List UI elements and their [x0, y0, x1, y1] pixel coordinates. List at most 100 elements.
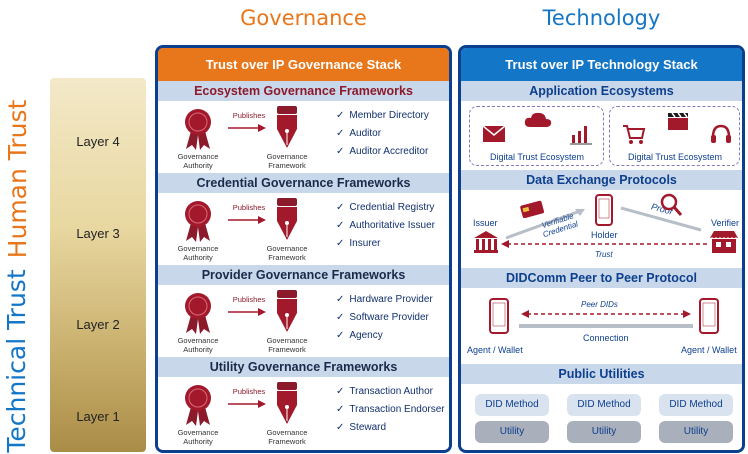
publishes-arrow — [228, 216, 266, 224]
publishes-arrow — [228, 308, 266, 316]
checkmark-icon: ✓ — [336, 202, 345, 213]
governance-framework-label: Governance Framework — [266, 428, 308, 446]
rosette-seal-icon — [185, 385, 211, 426]
ecosystem-governance-frameworks-body: Publishes Governance Authority Governanc… — [158, 101, 449, 173]
fountain-pen-icon — [277, 290, 297, 332]
publishes-label: Publishes — [232, 111, 266, 120]
public-utilities-body: DID Method Utility DID Method Utility DI… — [461, 384, 742, 450]
human-trust-label: Human Trust — [3, 99, 32, 259]
checkmark-icon: ✓ — [336, 110, 345, 121]
clapperboard-icon — [668, 112, 688, 130]
agent-right-phone-icon — [699, 298, 719, 334]
utility-2: Utility — [567, 421, 641, 443]
agent-left-phone-icon — [489, 298, 509, 334]
verifier-label: Verifier — [711, 218, 740, 228]
checkmark-icon: ✓ — [336, 312, 345, 323]
checkmark-icon: ✓ — [336, 422, 345, 433]
governance-framework-label: Governance Framework — [266, 152, 308, 170]
ecosystem-label-left: Digital Trust Ecosystem — [476, 152, 598, 162]
holder-phone-icon — [595, 194, 613, 226]
didcomm-protocol-body: Peer DIDs Connection Agent / Wallet Agen… — [461, 288, 742, 364]
check-item-3: ✓Agency — [336, 327, 433, 345]
data-exchange-protocols-title: Data Exchange Protocols — [461, 170, 742, 190]
gov-checklist: ✓ Credential Registry ✓ Authoritative Issu… — [336, 199, 435, 253]
check-item-label: Insurer — [349, 238, 381, 249]
checkmark-icon: ✓ — [336, 220, 345, 231]
rosette-seal-icon — [185, 109, 211, 150]
bar-chart-icon — [570, 126, 592, 145]
gov-checklist: ✓ Member Directory ✓ Auditor ✓Auditor Accr… — [336, 107, 429, 161]
application-ecosystems-title: Application Ecosystems — [461, 81, 742, 101]
utility-3: Utility — [659, 421, 733, 443]
technology-stack-title: Trust over IP Technology Stack — [461, 48, 742, 81]
holder-label: Holder — [591, 230, 618, 240]
checkmark-icon: ✓ — [336, 386, 345, 397]
provider-governance-frameworks-body: Publishes Governance Authority Governanc… — [158, 285, 449, 357]
check-item-label: Member Directory — [349, 110, 429, 121]
governance-framework-label: Governance Framework — [266, 244, 308, 262]
checkmark-icon: ✓ — [336, 128, 345, 139]
check-item-3: ✓Auditor Accreditor — [336, 143, 429, 161]
check-item-1: ✓Transaction Author — [336, 383, 445, 401]
governance-heading: Governance — [240, 6, 367, 30]
peer-dids-dashed-arrow — [521, 310, 691, 318]
ecosystem-box-left: Digital Trust Ecosystem — [469, 106, 604, 166]
check-item-3: ✓ Steward — [336, 419, 445, 437]
data-exchange-protocols-body: Issuer Verifiable Credential Holder Proo… — [461, 190, 742, 268]
fountain-pen-icon — [277, 382, 297, 424]
check-item-label: Agency — [349, 330, 383, 341]
check-item-1: ✓ Member Directory — [336, 107, 429, 125]
rosette-seal-icon — [185, 201, 211, 242]
governance-authority-label: Governance Authority — [177, 152, 219, 170]
rosette-seal-icon — [185, 293, 211, 334]
utility-1: Utility — [475, 421, 549, 443]
technology-heading: Technology — [542, 6, 661, 30]
connection-line — [519, 324, 693, 328]
headphones-icon — [711, 124, 731, 143]
check-item-2: ✓ Authoritative Issuer — [336, 217, 435, 235]
check-item-label: Transaction Endorser — [349, 404, 445, 415]
utility-governance-frameworks-title: Utility Governance Frameworks — [158, 357, 449, 377]
check-item-1: ✓ Credential Registry — [336, 199, 435, 217]
envelope-icon — [482, 125, 506, 142]
check-item-label: Steward — [349, 422, 387, 433]
did-method-3: DID Method — [659, 394, 733, 416]
ecosystem-governance-frameworks-title: Ecosystem Governance Frameworks — [158, 81, 449, 101]
credential-card-icon — [520, 200, 544, 218]
governance-authority-label: Governance Authority — [177, 336, 219, 354]
check-item-2: ✓ Transaction Endorser — [336, 401, 445, 419]
checkmark-icon: ✓ — [336, 238, 345, 249]
credential-arrow — [505, 208, 585, 240]
check-item-label: Auditor — [349, 128, 382, 139]
publishes-label: Publishes — [232, 387, 266, 396]
magnifier-icon — [660, 193, 683, 216]
check-item-2: ✓ Software Provider — [336, 309, 433, 327]
connection-label: Connection — [583, 333, 629, 343]
publishes-label: Publishes — [232, 295, 266, 304]
check-item-label: Authoritative Issuer — [349, 220, 435, 231]
ecosystem-label-right: Digital Trust Ecosystem — [614, 152, 736, 162]
ecosystem-box-right: Digital Trust Ecosystem — [609, 106, 740, 166]
technical-trust-label: Technical Trust — [2, 269, 31, 453]
governance-authority-label: Governance Authority — [177, 428, 219, 446]
check-item-1: ✓Hardware Provider — [336, 291, 433, 309]
didcomm-protocol-title: DIDComm Peer to Peer Protocol — [461, 268, 742, 288]
check-item-label: Credential Registry — [349, 202, 435, 213]
layer-4-label: Layer 4 — [76, 134, 120, 149]
did-method-1: DID Method — [475, 394, 549, 416]
checkmark-icon: ✓ — [336, 404, 345, 415]
check-item-label: Software Provider — [349, 312, 429, 323]
public-utilities-title: Public Utilities — [461, 364, 742, 384]
governance-stack-panel: Trust over IP Governance Stack Ecosystem… — [155, 45, 452, 453]
credential-governance-frameworks-title: Credential Governance Frameworks — [158, 173, 449, 193]
peer-dids-label: Peer DIDs — [581, 300, 618, 309]
shopping-cart-icon — [623, 125, 646, 144]
gov-checklist: ✓Hardware Provider ✓ Software Provider ✓A… — [336, 291, 433, 345]
trust-dashed-arrow — [501, 240, 707, 248]
layer-bar — [50, 78, 146, 452]
fountain-pen-icon — [277, 198, 297, 240]
credential-governance-frameworks-body: Publishes Governance Authority Governanc… — [158, 193, 449, 265]
layer-1-label: Layer 1 — [76, 409, 120, 424]
application-ecosystems-body: Digital Trust Ecosystem Digital Trust Ec… — [461, 101, 742, 170]
check-item-3: ✓ Insurer — [336, 235, 435, 253]
